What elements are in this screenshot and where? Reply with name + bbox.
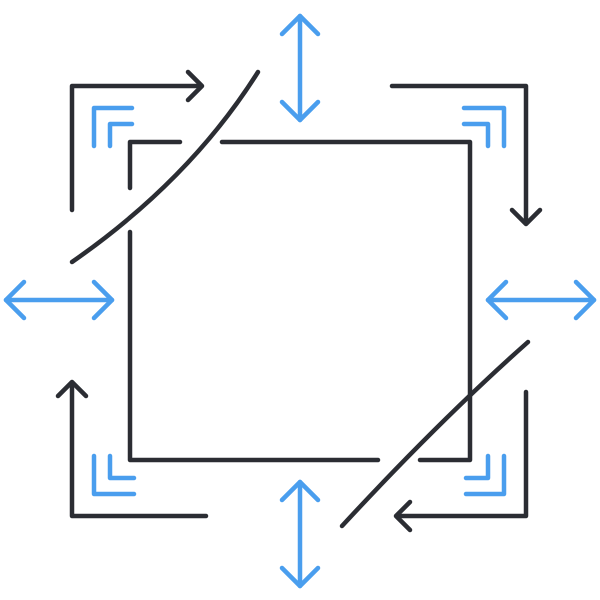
bracket-top-left-inner-icon xyxy=(107,121,135,149)
resize-arrow-bottom-icon xyxy=(279,479,321,589)
slash-top-left xyxy=(69,69,261,265)
resize-arrows xyxy=(3,13,597,589)
arrow-top-right-icon xyxy=(389,83,529,225)
arrow-bottom-left-icon xyxy=(69,381,209,519)
arrow-top-left-icon xyxy=(69,83,203,213)
corner-brackets xyxy=(91,105,507,497)
arrow-bottom-right-icon xyxy=(395,389,529,519)
bracket-top-left-outer-icon xyxy=(91,105,135,149)
bracket-bottom-right-outer-icon xyxy=(463,453,507,497)
bracket-top-right-inner-icon xyxy=(461,121,491,149)
resize-arrow-left-icon xyxy=(3,279,115,321)
resize-arrow-top-icon xyxy=(279,13,321,123)
bracket-bottom-left-outer-icon xyxy=(91,453,137,497)
diagonal-slash-lines xyxy=(69,69,531,529)
bracket-bottom-left-inner-icon xyxy=(107,453,137,481)
slash-bottom-right xyxy=(339,339,531,529)
corner-rotate-arrows xyxy=(55,69,543,533)
bracket-bottom-right-inner-icon xyxy=(463,453,491,481)
bracket-top-right-outer-icon xyxy=(461,105,507,149)
resize-arrow-right-icon xyxy=(485,279,597,321)
center-square xyxy=(127,139,473,463)
